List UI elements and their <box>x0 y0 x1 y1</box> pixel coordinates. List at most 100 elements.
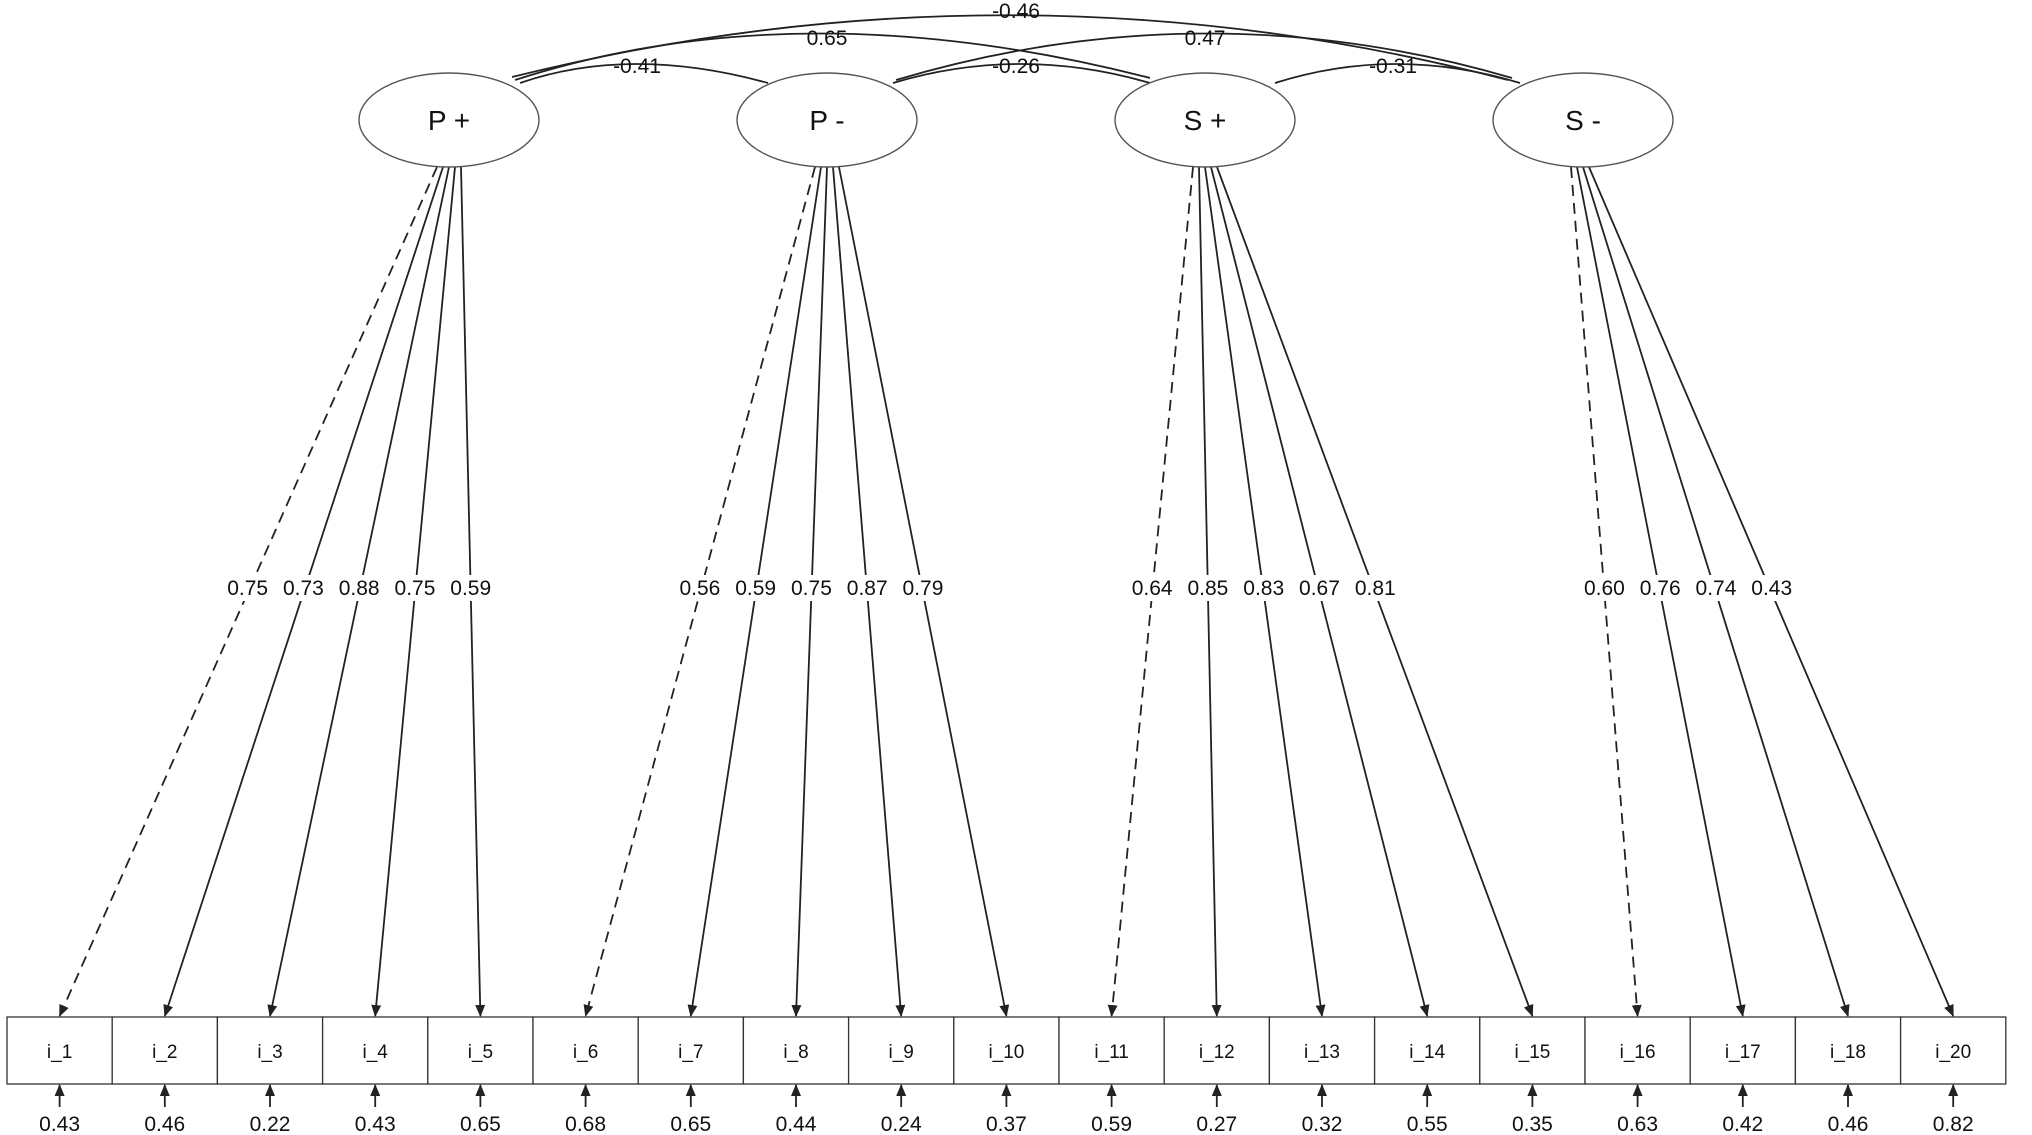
loading-value: 0.74 <box>1696 577 1737 600</box>
residual-value: 0.63 <box>1617 1113 1658 1135</box>
observed-item: i_8 0.44 <box>742 1016 850 1135</box>
item-box <box>216 1016 324 1085</box>
loading-path <box>58 166 438 1017</box>
item-label: i_5 <box>468 1042 493 1063</box>
loading-label-background <box>1691 575 1740 601</box>
residual-value: 0.42 <box>1722 1113 1763 1135</box>
observed-item: i_14 0.55 <box>1373 1016 1481 1135</box>
loading-label-background <box>1183 575 1232 601</box>
item-label: i_4 <box>363 1042 389 1063</box>
loading-label-background <box>390 575 439 601</box>
item-box <box>1268 1016 1376 1085</box>
covariance-value-pplus-pminus: -0.41 <box>613 55 661 78</box>
item-label: i_7 <box>678 1042 703 1063</box>
loading-value: 0.43 <box>1751 577 1792 600</box>
item-box <box>427 1016 534 1085</box>
observed-item: i_20 0.82 <box>1899 1016 2007 1135</box>
item-box <box>637 1016 745 1085</box>
observed-item: i_5 0.65 <box>427 1016 534 1135</box>
latent-factor-s-minus: S - <box>1492 72 1674 168</box>
covariance-curve-pminus-sminus <box>895 32 1513 81</box>
item-box <box>532 1016 639 1085</box>
latent-factors: P + P - S + S - <box>358 72 1674 168</box>
item-box <box>111 1016 219 1085</box>
observed-item: i_110.59 <box>1058 1016 1165 1135</box>
observed-item: i_15 0.35 <box>1479 1016 1586 1135</box>
loading-value: 0.75 <box>791 577 832 600</box>
item-box <box>1794 1016 1902 1085</box>
residual-value: 0.22 <box>250 1113 291 1135</box>
residual-value: 0.44 <box>776 1113 817 1135</box>
residual-value: 0.24 <box>881 1113 922 1135</box>
loading-value: 0.75 <box>395 577 436 600</box>
latent-ellipse <box>1492 72 1674 168</box>
covariance-value-pminus-sminus: 0.47 <box>1185 27 1226 50</box>
item-label: i_16 <box>1620 1042 1656 1063</box>
loading-label-background <box>1239 575 1288 601</box>
residual-value: 0.46 <box>1828 1113 1869 1135</box>
loading-label-background <box>787 575 836 601</box>
item-box <box>1689 1016 1797 1085</box>
residual-value: 0.82 <box>1933 1113 1974 1135</box>
residual-value: 0.43 <box>39 1113 80 1135</box>
residual-value: 0.35 <box>1512 1113 1553 1135</box>
residual-value: 0.68 <box>565 1113 606 1135</box>
loading-label-background <box>1351 575 1400 601</box>
loading-label-background <box>223 575 272 601</box>
residual-value: 0.65 <box>460 1113 501 1135</box>
item-box <box>847 1016 955 1085</box>
item-label: i_20 <box>1935 1042 1971 1063</box>
covariance-paths: -0.41 0.65 -0.46 -0.26 0.47 -0.31 <box>511 0 1521 84</box>
residual-value: 0.37 <box>986 1113 1027 1135</box>
item-label: i_9 <box>889 1042 914 1063</box>
item-box <box>1163 1016 1271 1085</box>
loading-label-background <box>335 575 384 601</box>
observed-item: i_60.68 <box>532 1016 639 1135</box>
loading-value: 0.73 <box>283 577 324 600</box>
latent-factor-s-plus: S + <box>1114 72 1296 168</box>
loading-value: 0.56 <box>679 577 720 600</box>
loading-value: 0.83 <box>1243 577 1284 600</box>
residual-value: 0.46 <box>144 1113 185 1135</box>
loading-value: 0.59 <box>450 577 491 600</box>
observed-item: i_130.32 <box>1268 1016 1376 1135</box>
loading-label-background <box>843 575 892 601</box>
loading-value: 0.79 <box>903 577 944 600</box>
residual-value: 0.55 <box>1407 1113 1448 1135</box>
covariance-value-pminus-splus: -0.26 <box>992 55 1040 78</box>
item-label: i_8 <box>783 1042 808 1063</box>
latent-label: S + <box>1184 105 1227 136</box>
loading-value: 0.76 <box>1640 577 1681 600</box>
item-label: i_15 <box>1514 1042 1550 1063</box>
residual-value: 0.59 <box>1091 1113 1132 1135</box>
observed-items: i_10.43i_20.46i_30.22i_40.43i_50.65i_60.… <box>6 1016 2007 1135</box>
loading-label-background <box>279 575 328 601</box>
item-label: i_14 <box>1409 1042 1445 1063</box>
loading-value: 0.85 <box>1187 577 1228 600</box>
observed-item: i_16 0.63 <box>1584 1016 1691 1135</box>
observed-item: i_120.27 <box>1163 1016 1271 1135</box>
loading-label-background <box>1580 575 1629 601</box>
covariance-curve-pminus-splus <box>892 63 1151 84</box>
observed-item: i_40.43 <box>321 1016 429 1135</box>
loading-value: 0.67 <box>1299 577 1340 600</box>
item-box <box>321 1016 429 1085</box>
covariance-value-pplus-sminus: -0.46 <box>992 0 1040 23</box>
covariance-curve-pplus-sminus <box>511 14 1509 81</box>
item-box <box>1373 1016 1481 1085</box>
loading-value: 0.75 <box>227 577 268 600</box>
loading-label-background <box>731 575 780 601</box>
loading-label-background <box>1636 575 1685 601</box>
latent-factor-p-minus: P - <box>736 72 918 168</box>
item-label: i_10 <box>988 1042 1024 1063</box>
loading-label-background <box>446 575 495 601</box>
loading-value: 0.81 <box>1355 577 1396 600</box>
observed-item: i_180.46 <box>1794 1016 1902 1135</box>
loading-path <box>1107 166 1194 1017</box>
item-box <box>1058 1016 1165 1085</box>
residual-value: 0.65 <box>670 1113 711 1135</box>
loading-label-background <box>1128 575 1177 601</box>
loading-label-background <box>1747 575 1796 601</box>
